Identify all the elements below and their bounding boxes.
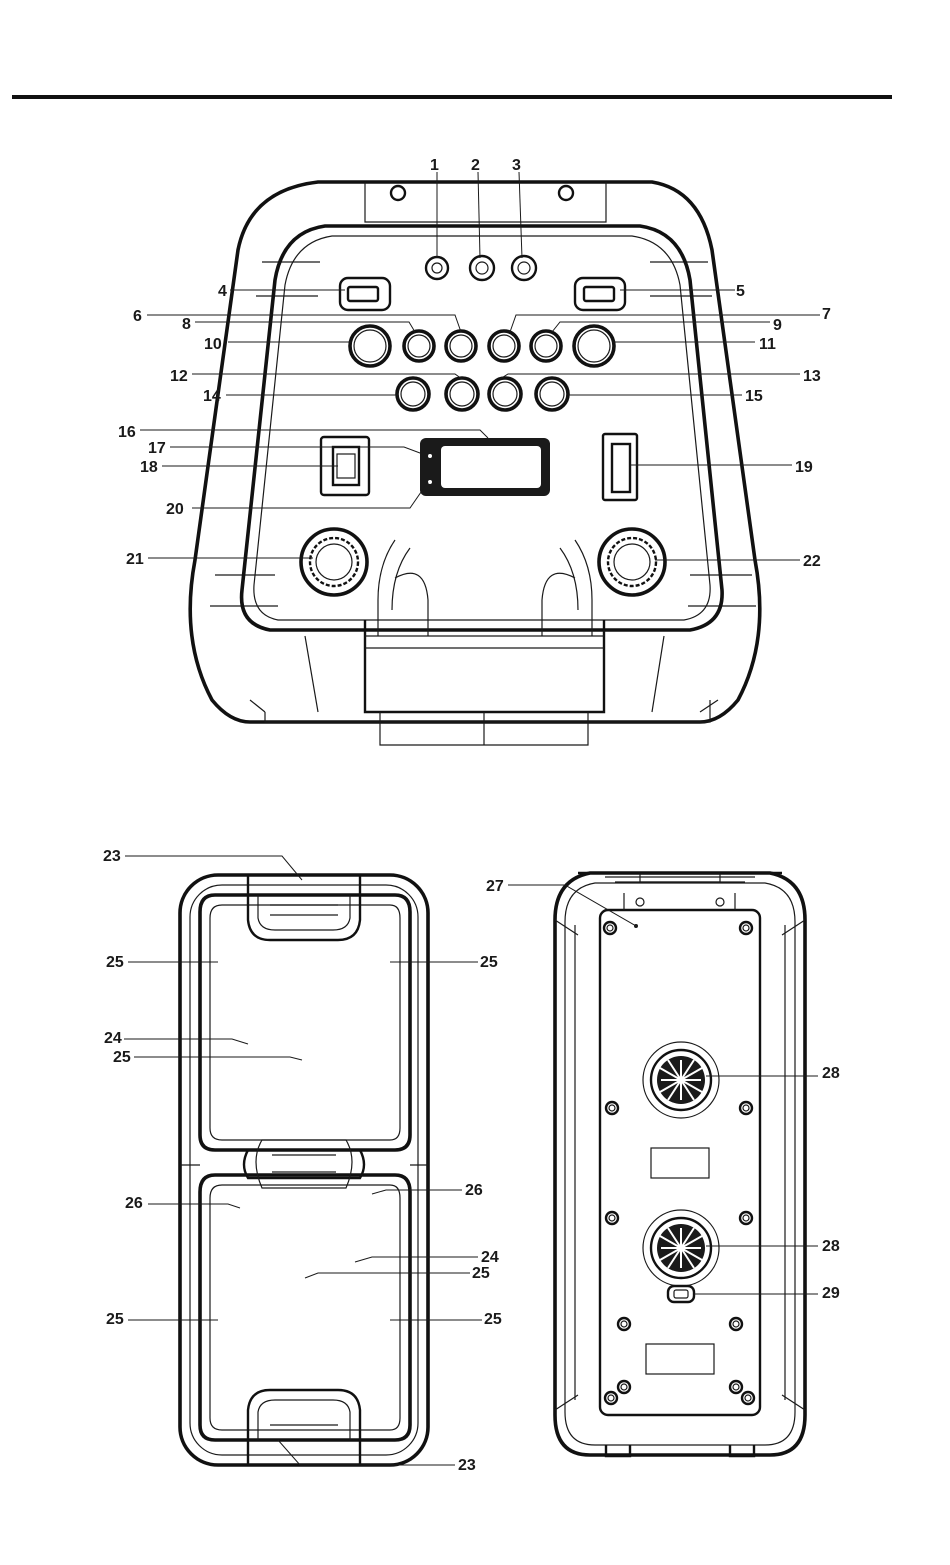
callout-25-center-lower: 25 bbox=[472, 1265, 490, 1282]
callout-22: 22 bbox=[803, 553, 821, 570]
callout-26-right: 26 bbox=[465, 1182, 483, 1199]
callout-24-upper: 24 bbox=[104, 1030, 122, 1047]
port-lower bbox=[643, 1210, 719, 1286]
callout-19: 19 bbox=[795, 459, 813, 476]
front-view: 23 25 25 24 25 26 26 24 25 25 25 23 bbox=[103, 848, 502, 1474]
callout-23-bottom: 23 bbox=[458, 1457, 476, 1474]
callout-25-right-upper: 25 bbox=[480, 954, 498, 971]
callout-8: 8 bbox=[182, 316, 191, 333]
callout-28-upper: 28 bbox=[822, 1065, 840, 1082]
callout-17: 17 bbox=[148, 440, 166, 457]
callout-4: 4 bbox=[218, 283, 227, 300]
callout-28-lower: 28 bbox=[822, 1238, 840, 1255]
callout-20: 20 bbox=[166, 501, 184, 518]
callout-1: 1 bbox=[430, 157, 439, 174]
callout-21: 21 bbox=[126, 551, 144, 568]
callout-12: 12 bbox=[170, 368, 188, 385]
port-upper bbox=[643, 1042, 719, 1118]
callout-24-lower: 24 bbox=[481, 1249, 499, 1266]
callout-9: 9 bbox=[773, 317, 782, 334]
callout-3: 3 bbox=[512, 157, 521, 174]
callout-25-center-upper: 25 bbox=[113, 1049, 131, 1066]
callout-16: 16 bbox=[118, 424, 136, 441]
callout-15: 15 bbox=[745, 388, 763, 405]
callout-11: 11 bbox=[759, 336, 776, 353]
callout-25-left-upper: 25 bbox=[106, 954, 124, 971]
callout-26-left: 26 bbox=[125, 1195, 143, 1212]
callout-18: 18 bbox=[140, 459, 158, 476]
top-panel-view: 1 2 3 4 5 6 7 8 9 10 11 12 13 14 15 16 1… bbox=[118, 157, 831, 745]
callout-23-top: 23 bbox=[103, 848, 121, 865]
callout-13: 13 bbox=[803, 368, 821, 385]
screws bbox=[604, 922, 754, 1404]
callout-6: 6 bbox=[133, 308, 142, 325]
callout-10: 10 bbox=[204, 336, 222, 353]
callout-25-left-lower: 25 bbox=[106, 1311, 124, 1328]
callout-27: 27 bbox=[486, 878, 504, 895]
callout-14: 14 bbox=[203, 388, 221, 405]
back-view: 27 28 28 29 bbox=[486, 873, 840, 1456]
callout-7: 7 bbox=[822, 306, 831, 323]
callout-29: 29 bbox=[822, 1285, 840, 1302]
callout-25-right-lower: 25 bbox=[484, 1311, 502, 1328]
callout-5: 5 bbox=[736, 283, 745, 300]
callout-2: 2 bbox=[471, 157, 480, 174]
